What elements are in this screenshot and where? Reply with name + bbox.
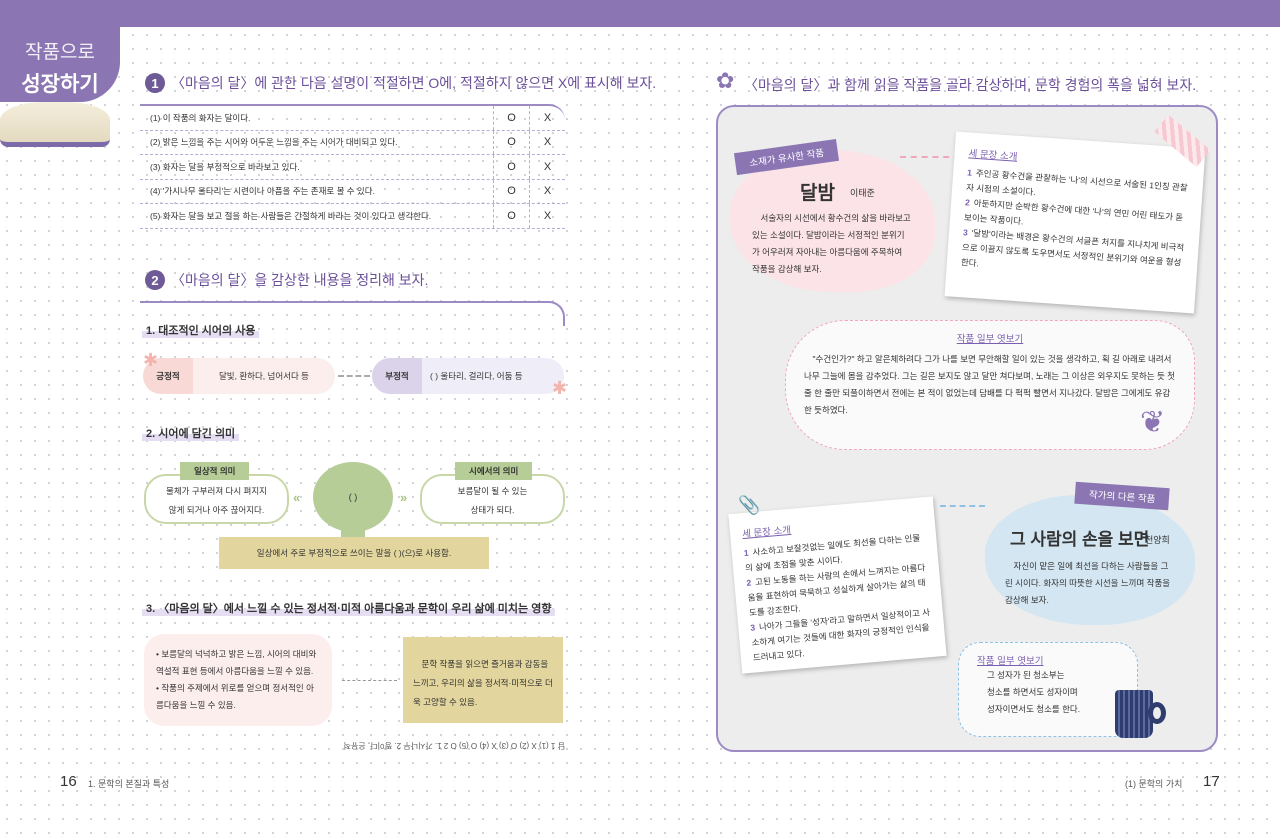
arrow (900, 156, 960, 158)
o-choice[interactable]: O (493, 130, 529, 154)
ox-row: (5) 화자는 달을 보고 절을 하는 사람들은 간절하게 바라는 것이 있다고… (140, 204, 565, 229)
subsection-2-title: 2. 시어에 담긴 의미 (142, 425, 240, 441)
o-choice[interactable]: O (493, 204, 529, 228)
work1-author: 이태준 (850, 188, 875, 198)
left-chapter-title: 1. 문학의 본질과 특성 (88, 779, 170, 789)
right-page-number: 17 (1203, 773, 1220, 790)
statement: (1) 이 작품의 화자는 달이다. (150, 112, 251, 123)
statement: (2) 밝은 느낌을 주는 시어와 어두운 느낌을 주는 시어가 대비되고 있다… (150, 137, 398, 148)
excerpt-line: 성자이면서도 청소를 한다. (987, 704, 1081, 714)
negative-label: 부정적 (372, 358, 422, 394)
negative-text: ( ) 울타리, 걸리다, 어둠 등 (430, 371, 523, 381)
work2-excerpt: 작품 일부 엿보기 그 성자가 된 청소부는 청소를 하면서도 성자이며 성자이… (958, 642, 1138, 737)
leaf-branch-icon: ❦ (1140, 406, 1166, 439)
work2-bubble (985, 495, 1195, 625)
everyday-meaning-line1: 물체가 구부러져 다시 펴지지 (166, 486, 267, 496)
work1-excerpt: 작품 일부 엿보기 "수건인가?" 하고 알은체하려다 그가 나를 보면 무안해… (785, 320, 1195, 450)
positive-text: 달빛, 환하다, 넘어서다 등 (218, 371, 309, 381)
open-book-icon (0, 102, 110, 147)
poetic-meaning-line2: 상태가 되다. (470, 505, 515, 515)
right-chevron-icon: » (400, 490, 408, 505)
statement: (5) 화자는 달을 보고 절을 하는 사람들은 간절하게 바라는 것이 있다고… (150, 210, 432, 221)
question-text: 〈마음의 달〉에 관한 다음 설명이 적절하면 O에, 적절하지 않으면 X에 … (171, 75, 657, 91)
everyday-meaning-line2: 않게 되거나 아주 끊어지다. (168, 505, 265, 515)
question-number: 1 (145, 73, 165, 93)
question-number: 2 (145, 270, 165, 290)
subsection-3-title: 3. 〈마음의 달〉에서 느낄 수 있는 정서적·미적 아름다움과 문학이 우리… (142, 600, 556, 616)
section-divider (140, 301, 565, 326)
arrow (342, 680, 397, 681)
flower-icon: ✱ (552, 378, 568, 398)
ox-row: (4) '가시나무 울타리'는 시련이나 아픔을 주는 존재로 볼 수 있다. O… (140, 179, 565, 204)
positive-label: 긍정적 (143, 358, 193, 394)
double-arrow (338, 375, 370, 377)
o-choice[interactable]: O (493, 155, 529, 179)
mug-icon (1115, 690, 1153, 738)
literature-effect-box: 문학 작품을 읽으면 즐거움과 감동을 느끼고, 우리의 삶을 정서적·미적으로… (403, 637, 563, 723)
usage-summary: 일상에서 주로 부정적으로 쓰이는 말을 ( )(으)로 사용함. (219, 537, 489, 569)
x-choice[interactable]: X (529, 179, 565, 203)
section-tab: 작품으로 성장하기 (0, 27, 120, 102)
o-choice[interactable]: O (493, 179, 529, 203)
poetic-meaning-label: 시에서의 의미 (455, 462, 533, 480)
flower-icon: ✱ (143, 350, 159, 370)
work1-bubble (730, 150, 935, 292)
right-chapter-title: (1) 문학의 가치 (1125, 779, 1183, 789)
bullet-item: • 작품의 주제에서 위로를 얻으며 정서적인 아름다움을 느낄 수 있음. (156, 683, 314, 710)
question-text: 〈마음의 달〉을 감상한 내용을 정리해 보자. (171, 272, 429, 288)
x-choice[interactable]: X (529, 155, 565, 179)
x-choice[interactable]: X (529, 130, 565, 154)
everyday-meaning-label: 일상적 의미 (180, 462, 250, 480)
everyday-meaning-box: 물체가 구부러져 다시 펴지지 않게 되거나 아주 끊어지다. (144, 474, 289, 524)
poetic-meaning-line1: 보름달이 될 수 있는 (457, 486, 528, 496)
work2-title: 그 사람의 손을 보면 (1010, 530, 1150, 549)
statement: (3) 화자는 달을 부정적으로 바라보고 있다. (150, 161, 300, 172)
ox-row: (2) 밝은 느낌을 주는 시어와 어두운 느낌을 주는 시어가 대비되고 있다… (140, 130, 565, 155)
subsection-1-title: 1. 대조적인 시어의 사용 (142, 322, 260, 338)
blank-word-bubble: ( ) (313, 462, 393, 532)
question-2-heading: 2 〈마음의 달〉을 감상한 내용을 정리해 보자. (145, 270, 428, 290)
arrow (940, 505, 985, 507)
poetic-meaning-box: 보름달이 될 수 있는 상태가 되다. (420, 474, 565, 524)
bullet-item: • 보름달의 넉넉하고 밝은 느낌, 시어의 대비와 역설적 표현 등에서 아름… (156, 649, 317, 676)
section-tab-line1: 작품으로 (25, 42, 95, 63)
excerpt-line: 그 성자가 된 청소부는 (987, 670, 1065, 680)
upside-down-answer: 답 1 (1) X (2) O (3) X (4) O (5) O 2 1. 가… (343, 741, 565, 750)
x-choice[interactable]: X (529, 106, 565, 130)
flower-icon: ✿ (716, 68, 735, 93)
section-tab-line2: 성장하기 (21, 73, 99, 96)
x-choice[interactable]: X (529, 204, 565, 228)
statement: (4) '가시나무 울타리'는 시련이나 아픔을 주는 존재로 볼 수 있다. (150, 186, 375, 197)
negative-words: 부정적 ( ) 울타리, 걸리다, 어둠 등 (372, 358, 564, 394)
excerpt-text: "수건인가?" 하고 알은체하려다 그가 나를 보면 무안해할 일이 있는 것을… (804, 354, 1175, 415)
excerpt-line: 청소를 하면서도 성자이며 (987, 687, 1078, 697)
work2-author: 천양희 (1145, 535, 1170, 545)
question-1-heading: 1 〈마음의 달〉에 관한 다음 설명이 적절하면 O에, 적절하지 않으면 X… (145, 73, 656, 93)
right-page-heading: 〈마음의 달〉과 함께 읽을 작품을 골라 감상하며, 문학 경험의 폭을 넓혀… (744, 77, 1197, 93)
left-chevron-icon: « (293, 490, 301, 505)
top-bar (0, 0, 1280, 27)
positive-words: 긍정적 달빛, 환하다, 넘어서다 등 (143, 358, 335, 394)
beauty-points: • 보름달의 넉넉하고 밝은 느낌, 시어의 대비와 역설적 표현 등에서 아름… (144, 634, 332, 726)
left-page-number: 16 (60, 773, 77, 790)
work1-description: 서술자의 시선에서 황수건의 삶을 바라보고 있는 소설이다. 달밤이라는 서정… (752, 213, 911, 274)
o-choice[interactable]: O (493, 106, 529, 130)
mug-handle (1148, 702, 1166, 724)
excerpt-title: 작품 일부 엿보기 (977, 656, 1044, 667)
work2-description: 자신이 맡은 일에 최선을 다하는 사람들을 그린 시이다. 화자의 따뜻한 시… (1005, 561, 1171, 605)
work1-title: 달밤 (800, 183, 835, 204)
excerpt-title: 작품 일부 엿보기 (956, 334, 1024, 345)
paperclip-icon: 📎 (738, 495, 761, 515)
